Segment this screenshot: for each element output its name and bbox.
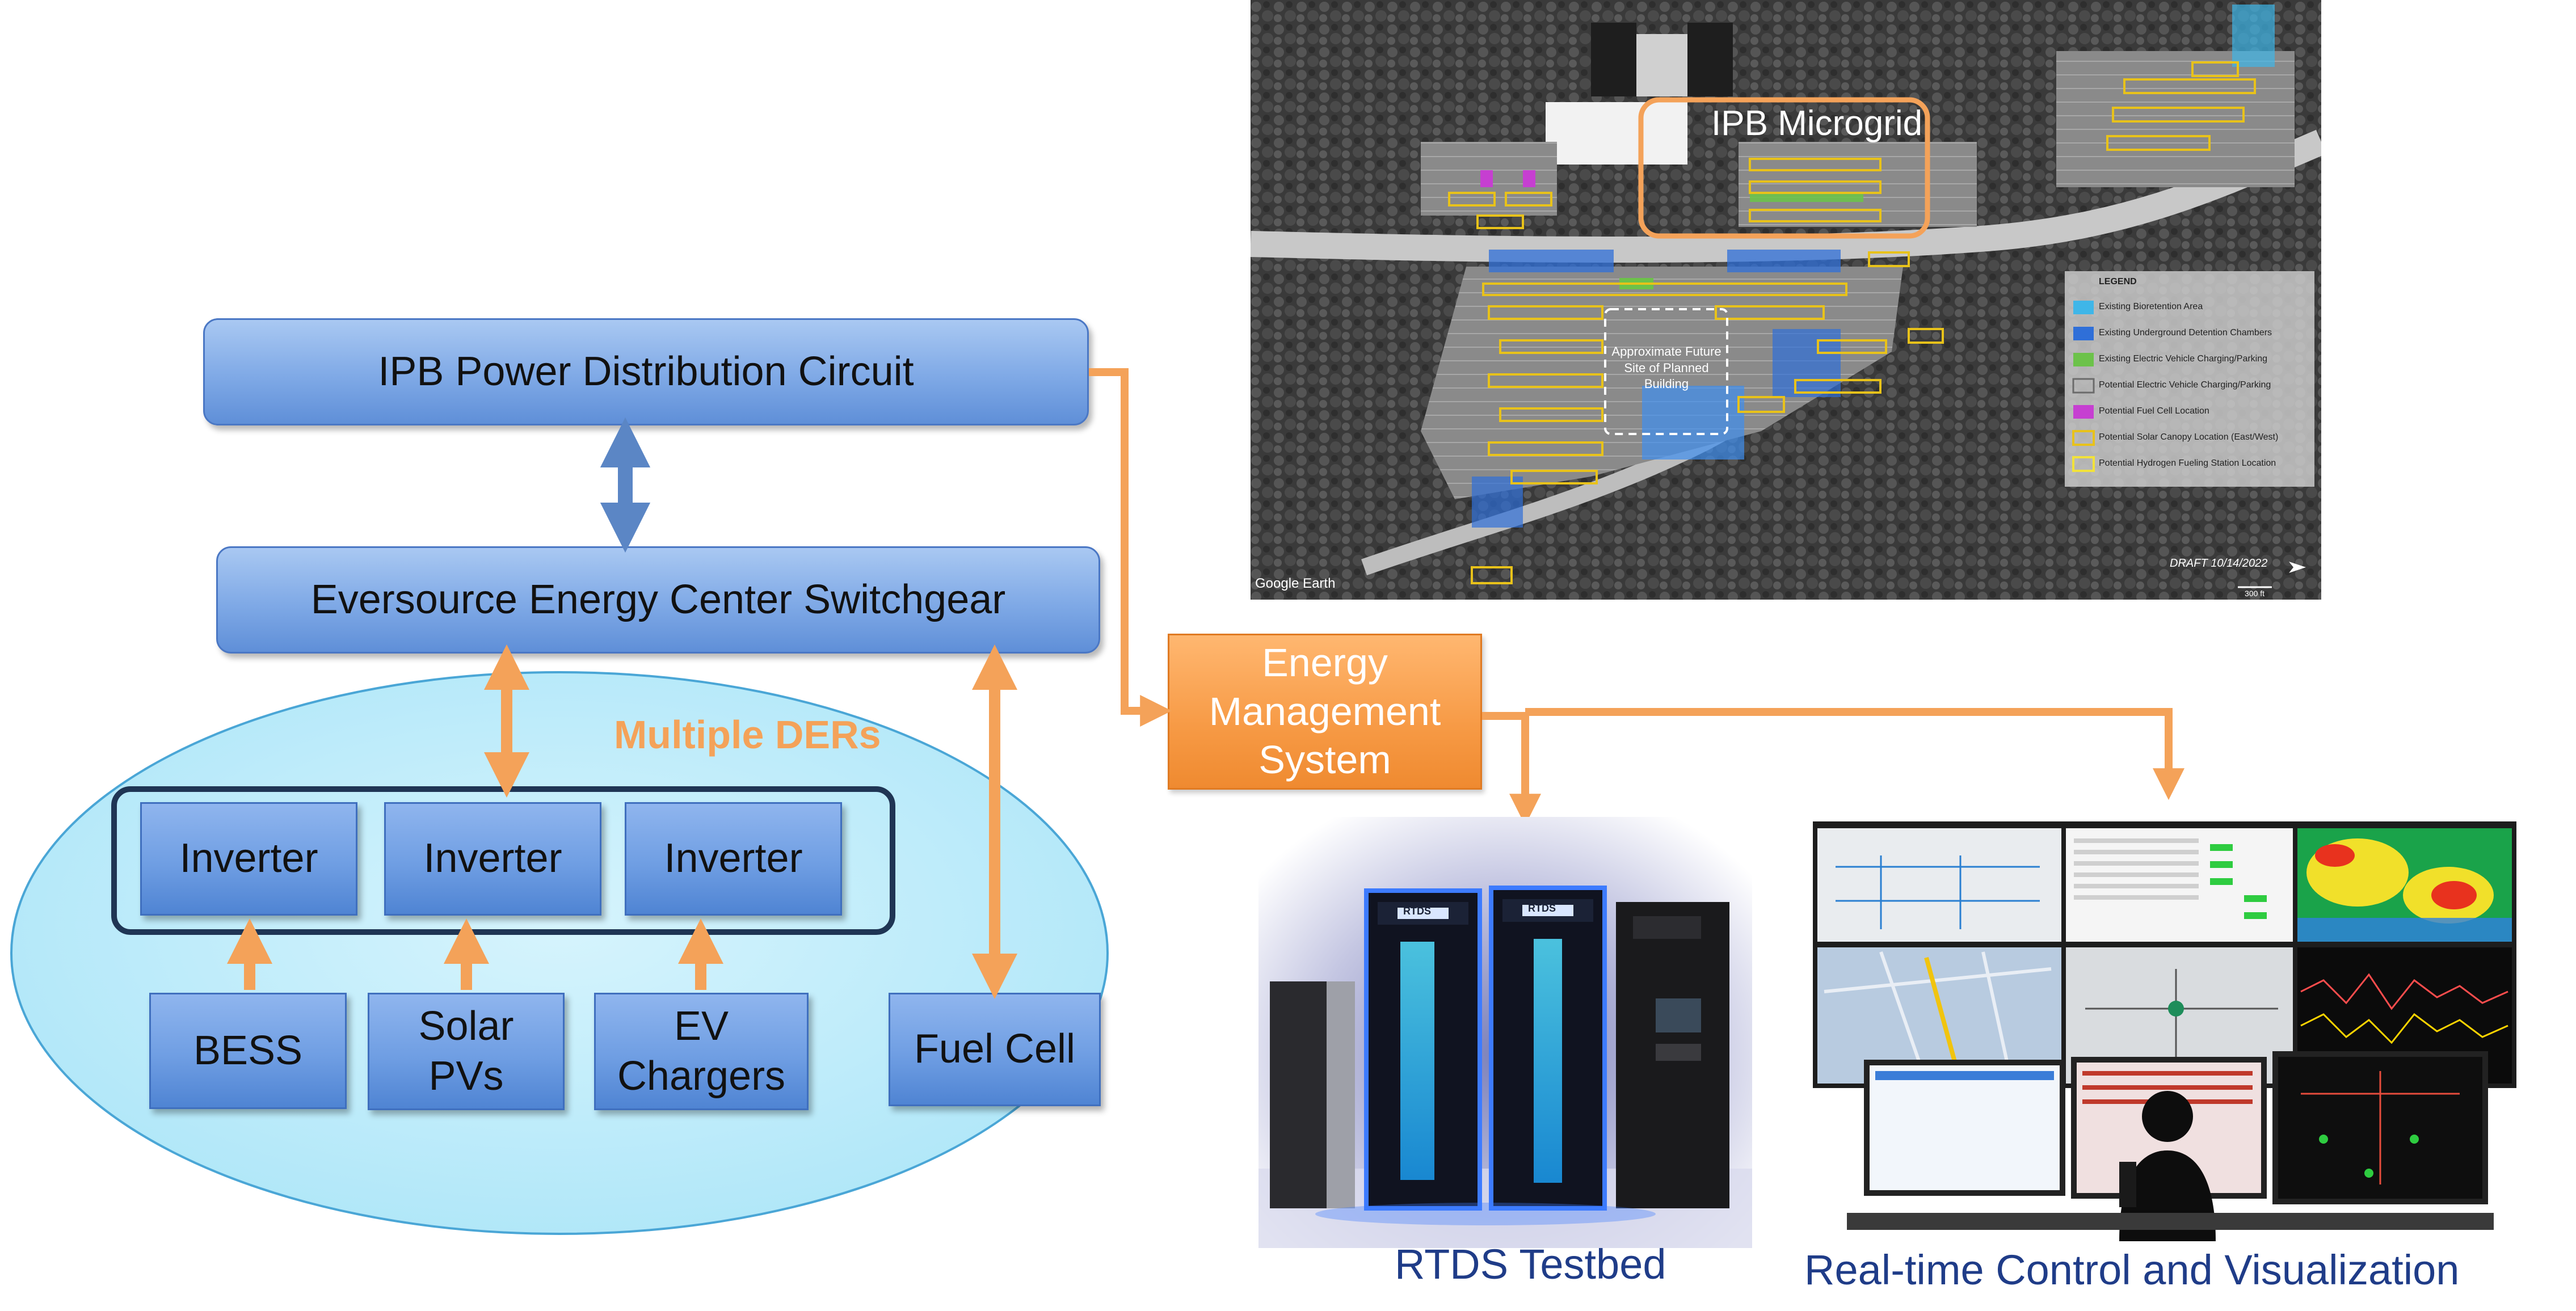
legend-item: Potential Solar Canopy Location (East/We… xyxy=(2099,432,2279,442)
inverter-label: Inverter xyxy=(179,836,318,882)
switchgear-box: Eversource Energy Center Switchgear xyxy=(216,546,1100,654)
inverter-label: Inverter xyxy=(664,836,803,882)
legend-item: Potential Fuel Cell Location xyxy=(2099,406,2209,416)
solar-pv-label-line2: PVs xyxy=(428,1053,504,1099)
switchgear-label: Eversource Energy Center Switchgear xyxy=(310,577,1006,623)
bess-label: BESS xyxy=(193,1027,303,1073)
fuel-cell-label: Fuel Cell xyxy=(914,1026,1076,1072)
bess-box: BESS xyxy=(149,993,347,1109)
ems-control-arrow xyxy=(1525,708,2184,800)
legend-item: Potential Hydrogen Fueling Station Locat… xyxy=(2099,458,2276,468)
legend-item: Potential Electric Vehicle Charging/Park… xyxy=(2099,380,2271,390)
ev-chargers-label-line2: Chargers xyxy=(617,1053,786,1099)
aerial-map: IPB Microgrid Approximate Future Site of… xyxy=(1251,0,2321,600)
control-caption: Real-time Control and Visualization xyxy=(1804,1246,2460,1293)
solar-pv-label-line1: Solar xyxy=(418,1003,514,1049)
ems-rtds-arrow xyxy=(1482,712,1541,826)
aerial-map-graphic xyxy=(1251,0,2321,600)
map-title: IPB Microgrid xyxy=(1711,104,1923,143)
inverter-box-2: Inverter xyxy=(384,802,601,916)
power-distribution-circuit-box: IPB Power Distribution Circuit xyxy=(203,318,1089,425)
fuel-cell-box: Fuel Cell xyxy=(889,993,1101,1106)
rtds-caption: RTDS Testbed xyxy=(1395,1241,1666,1288)
map-legend: LEGEND Existing Bioretention Area Existi… xyxy=(2099,277,2278,482)
ev-chargers-label-line1: EV xyxy=(674,1003,729,1049)
legend-item: Existing Electric Vehicle Charging/Parki… xyxy=(2099,354,2268,364)
map-scale: 300 ft xyxy=(2245,589,2265,598)
rtds-cabinet-label: RTDS xyxy=(1403,905,1431,917)
rtds-graphic xyxy=(1258,817,1752,1248)
legend-swatches xyxy=(2072,301,2095,472)
ev-chargers-box: EV Chargers xyxy=(594,993,809,1110)
energy-management-system-box: Energy Management System xyxy=(1168,634,1482,790)
ders-label: Multiple DERs xyxy=(614,713,881,757)
rtds-photo: RTDS RTDS xyxy=(1258,817,1752,1248)
inverter-box-1: Inverter xyxy=(140,802,357,916)
control-room-photo xyxy=(1813,821,2516,1241)
der-ellipse xyxy=(10,671,1109,1235)
legend-item: Existing Bioretention Area xyxy=(2099,302,2203,311)
control-room-graphic xyxy=(1813,821,2516,1241)
rtds-cabinet-label: RTDS xyxy=(1528,903,1556,914)
ems-label-line2: Management xyxy=(1209,689,1441,734)
future-site-label: Approximate Future Site of Planned Build… xyxy=(1611,344,1721,391)
ems-label-line3: System xyxy=(1258,737,1391,782)
ems-label-line1: Energy xyxy=(1262,640,1388,685)
map-credit: Google Earth xyxy=(1255,576,1336,591)
solar-pv-box: Solar PVs xyxy=(368,993,565,1110)
map-draft-date: DRAFT 10/14/2022 xyxy=(2170,557,2268,570)
legend-title: LEGEND xyxy=(2099,277,2137,286)
inverter-label: Inverter xyxy=(423,836,562,882)
power-distribution-circuit-label: IPB Power Distribution Circuit xyxy=(378,349,914,395)
inverter-box-3: Inverter xyxy=(625,802,842,916)
legend-item: Existing Underground Detention Chambers xyxy=(2099,328,2272,338)
